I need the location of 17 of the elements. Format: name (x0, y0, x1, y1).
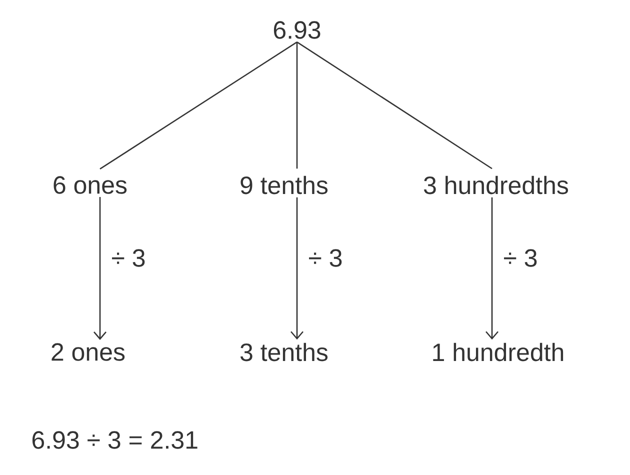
number-label: 6.93 (274, 21, 320, 39)
number-label: 9 tenths (240, 176, 328, 194)
edge-label: ÷ 3 (112, 249, 145, 267)
number-label: 1 hundredth (433, 342, 564, 362)
number-label: 3 hundredths (424, 176, 568, 194)
edge-label: ÷ 3 (504, 249, 537, 267)
number-label: 6 ones (54, 176, 127, 194)
arrow (486, 197, 498, 340)
number-label: 3 tenths (240, 342, 328, 362)
edge-label: ÷ 3 (309, 249, 342, 267)
arrow (290, 197, 304, 340)
arrow (94, 197, 106, 340)
equation: 6.93 ÷ 3 = 2.31 (32, 431, 198, 449)
branch-line (296, 42, 492, 170)
branch-line (296, 42, 298, 169)
number-label: 2 ones (52, 343, 125, 361)
branch-line (100, 42, 298, 170)
